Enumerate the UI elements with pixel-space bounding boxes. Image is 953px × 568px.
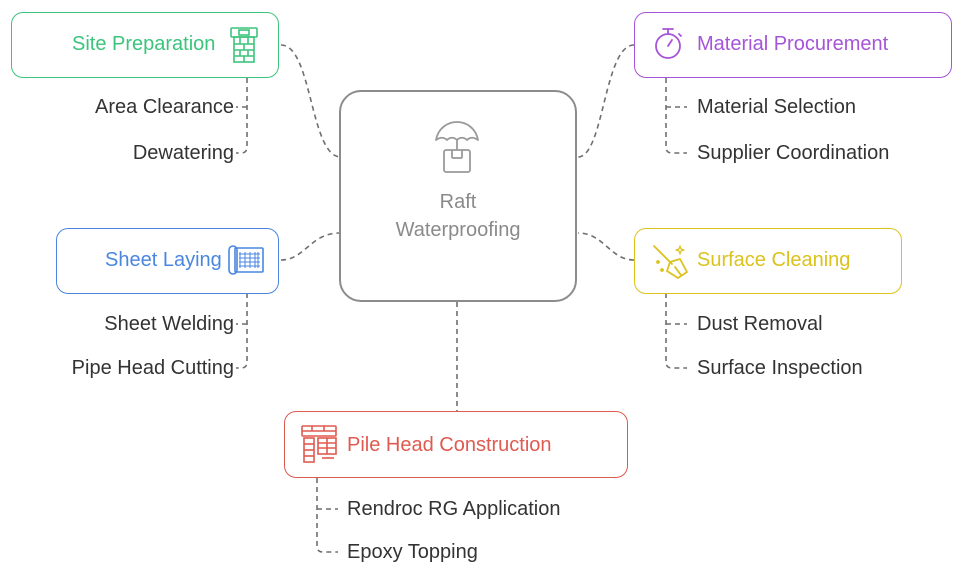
center-node[interactable] xyxy=(339,90,577,302)
connector-epoxy-topping xyxy=(316,478,338,553)
connector-material-procurement xyxy=(577,44,635,158)
sub-item-dewatering: Dewatering xyxy=(132,142,234,164)
pile-head-construction-label: Pile Head Construction xyxy=(347,434,552,456)
sub-item-rendroc-rg-application: Rendroc RG Application xyxy=(347,498,561,520)
connector-dewatering xyxy=(236,78,248,154)
center-title-line-2: Waterproofing xyxy=(395,219,521,241)
sheet-laying-node[interactable] xyxy=(56,228,279,294)
sub-item-supplier-coordination: Supplier Coordination xyxy=(697,142,890,164)
sub-item-pipe-head-cutting: Pipe Head Cutting xyxy=(71,357,234,379)
pile-head-construction-node[interactable] xyxy=(284,411,628,478)
brick-wall-icon xyxy=(230,27,258,63)
broom-icon xyxy=(653,245,688,279)
connector-surface-cleaning xyxy=(577,232,635,261)
connector-supplier-coordination xyxy=(665,78,687,154)
connector-site-preparation xyxy=(280,44,341,158)
surface-cleaning-label: Surface Cleaning xyxy=(697,249,851,271)
material-procurement-label: Material Procurement xyxy=(697,33,889,55)
sheet-laying-label: Sheet Laying xyxy=(105,249,222,271)
sub-item-dust-removal: Dust Removal xyxy=(697,313,823,335)
sheet-roll-icon xyxy=(228,245,264,275)
umbrella-box-icon xyxy=(435,121,479,173)
connector-sheet-laying xyxy=(280,232,341,261)
pile-structure-icon xyxy=(301,425,337,463)
sub-item-surface-inspection: Surface Inspection xyxy=(697,357,863,379)
connector-surface-inspection xyxy=(665,293,687,369)
stopwatch-icon xyxy=(655,28,682,59)
connector-pipe-head-cutting xyxy=(236,293,248,369)
material-procurement-node[interactable] xyxy=(634,12,952,78)
surface-cleaning-node[interactable] xyxy=(634,228,902,294)
center-title-line-1: Raft xyxy=(439,191,477,213)
site-preparation-label: Site Preparation xyxy=(72,33,216,55)
sub-item-material-selection: Material Selection xyxy=(697,96,856,118)
sub-item-sheet-welding: Sheet Welding xyxy=(104,313,234,335)
sub-item-area-clearance: Area Clearance xyxy=(95,96,234,118)
sub-item-epoxy-topping: Epoxy Topping xyxy=(347,541,478,563)
